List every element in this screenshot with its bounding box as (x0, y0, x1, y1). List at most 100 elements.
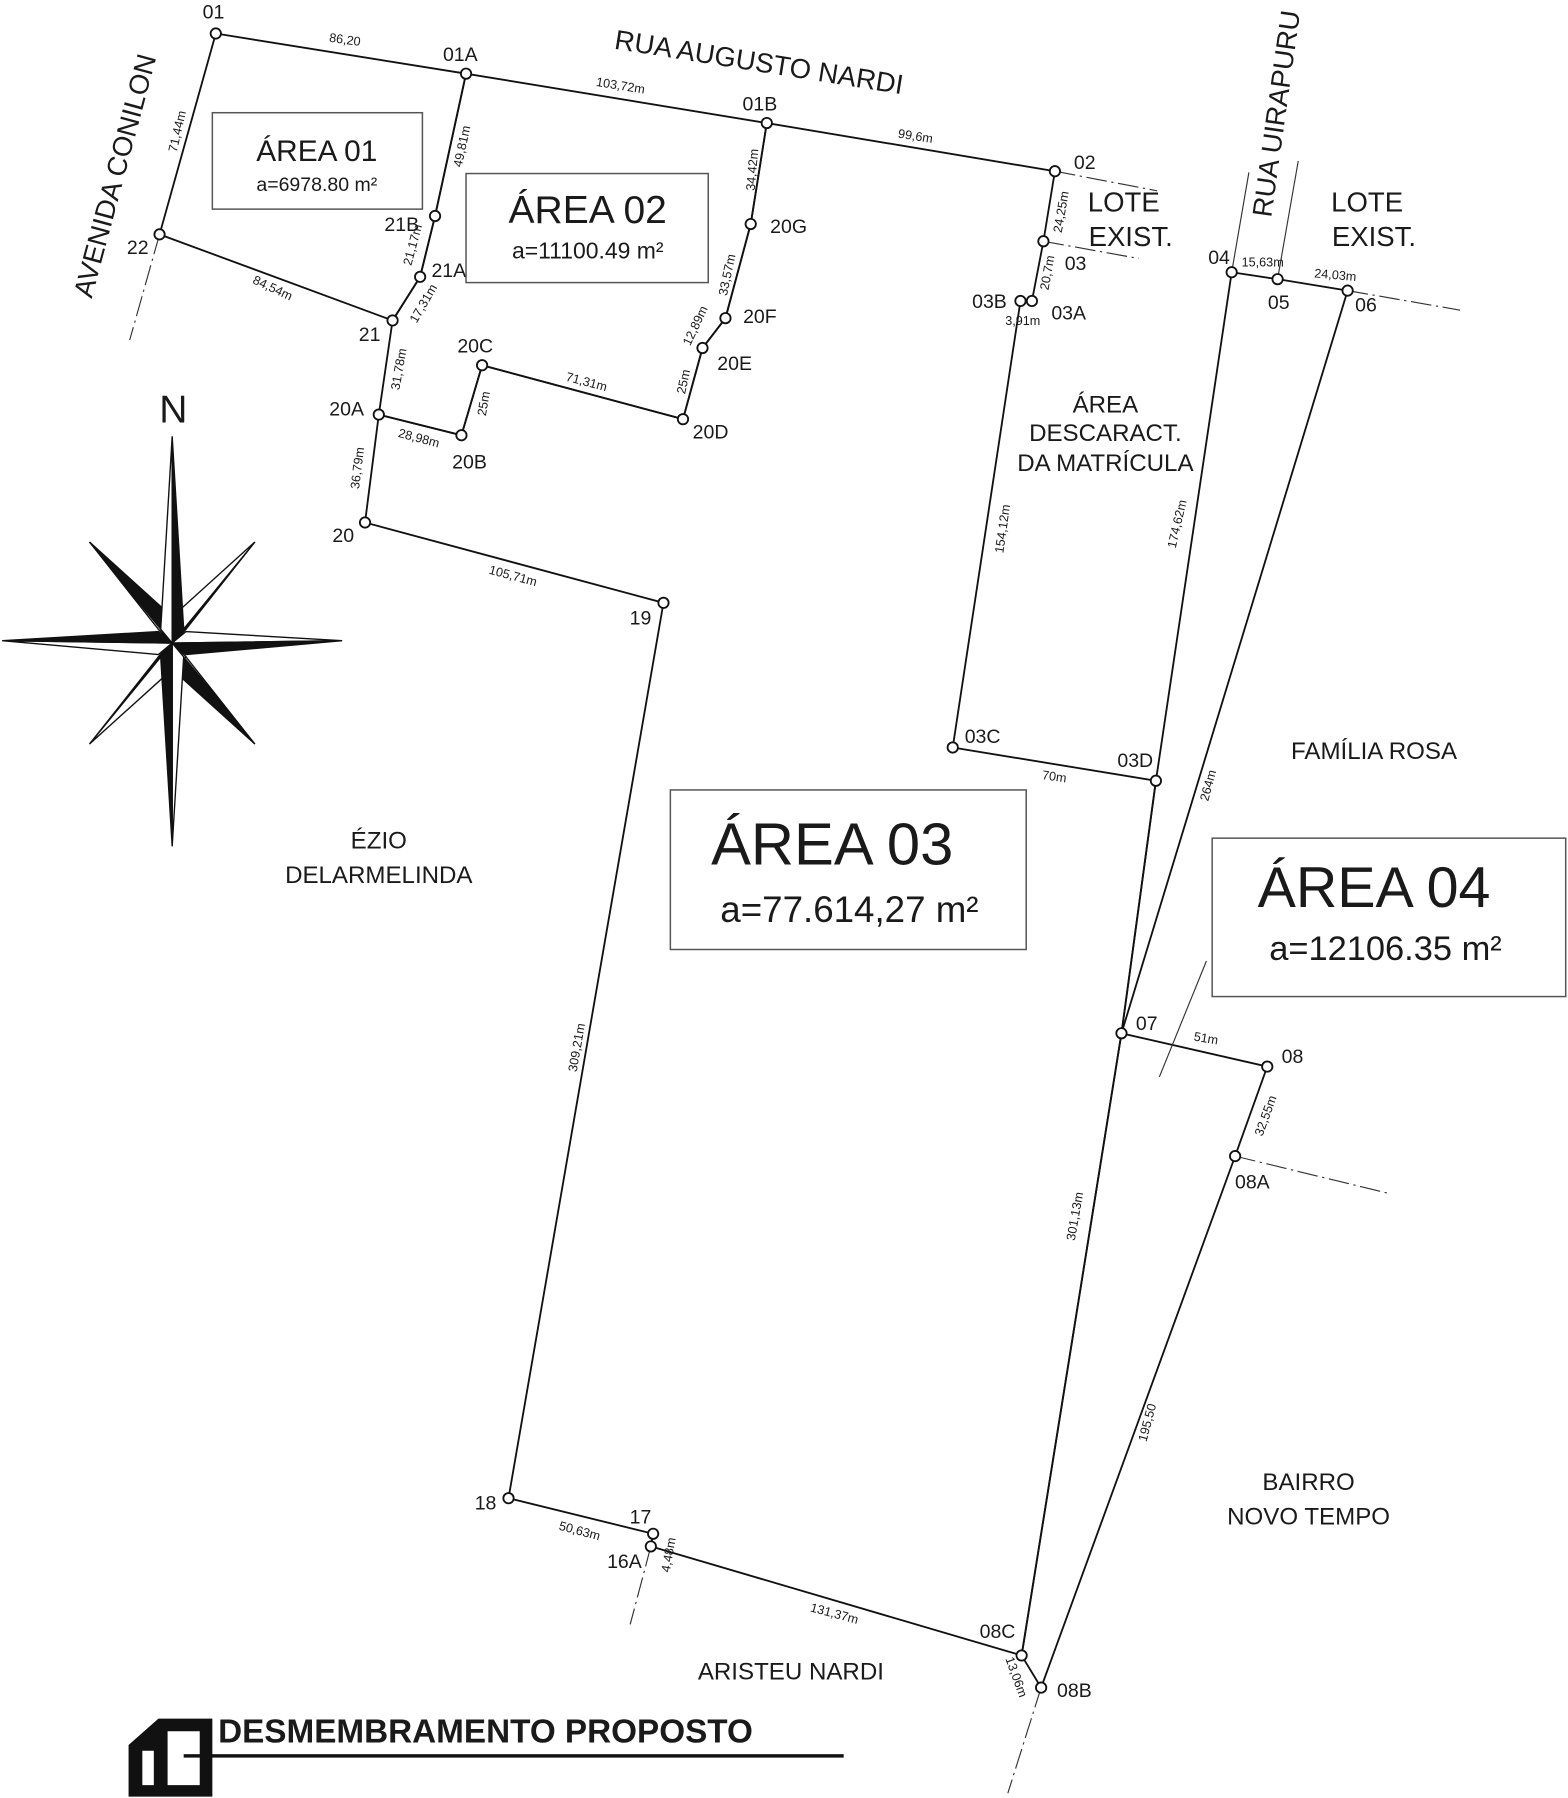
survey-point-marker (676, 413, 690, 426)
street-rua-augusto-nardi: RUA AUGUSTO NARDI (613, 24, 906, 100)
survey-point-marker (1037, 235, 1050, 248)
survey-point-marker (414, 270, 427, 283)
neighbor-lote-existente-1: LOTE EXIST. (1088, 186, 1173, 251)
survey-point-label: 20E (717, 353, 752, 375)
survey-point-marker (760, 116, 773, 130)
dimension-label: 33,57m (716, 253, 738, 297)
north-arrow-compass-icon: N (2, 389, 343, 847)
dimension-label: 24,03m (1314, 266, 1357, 284)
area-title: ÁREA 01 (256, 135, 377, 168)
dimension-label: 36,79m (348, 446, 367, 489)
neighbor-label: ÉZIO (351, 827, 407, 854)
neighbor-label: DESCARACT. (1029, 420, 1182, 447)
dimension-label: 174,62m (1165, 498, 1190, 549)
neighbor-label: LOTE (1331, 186, 1403, 217)
survey-point-marker (1149, 774, 1162, 787)
neighbor-label: ÁREA (1073, 391, 1140, 418)
neighbor-label: DELARMELINDA (285, 862, 473, 889)
survey-point-marker (1048, 165, 1061, 178)
survey-point-marker (372, 408, 385, 421)
dimension-label: 12,89m (680, 304, 710, 348)
area-title: ÁREA 04 (1258, 856, 1491, 920)
dimension-label: 71,44m (166, 109, 189, 153)
survey-point-label: 03B (972, 291, 1007, 313)
dimension-label: 195,50 (1136, 1402, 1160, 1443)
survey-point-label: 20G (770, 216, 807, 238)
survey-point-marker (476, 359, 489, 372)
neighbor-label: LOTE (1088, 186, 1160, 217)
survey-point-marker (358, 516, 372, 529)
area-01-label: ÁREA 01 a=6978.80 m² (211, 111, 424, 210)
dimension-label: 20,7m (1038, 254, 1058, 291)
area-04-label: ÁREA 04 a=12106.35 m² (1211, 837, 1567, 998)
neighbor-label: EXIST. (1332, 221, 1416, 252)
survey-point-marker (455, 429, 468, 442)
survey-point-marker (1014, 294, 1027, 308)
area-02-label: ÁREA 02 a=11100.49 m² (465, 172, 709, 284)
survey-point-marker (1225, 266, 1238, 279)
neighbor-familia-rosa: FAMÍLIA ROSA (1291, 738, 1458, 765)
title-block: DESMEMBRAMENTO PROPOSTO (128, 1714, 844, 1797)
survey-point-marker (459, 67, 473, 80)
survey-point-marker (502, 1492, 515, 1505)
survey-point-label: 03C (965, 726, 1001, 748)
survey-point-label: 21B (384, 214, 419, 236)
dimension-label: 51m (1193, 1030, 1220, 1048)
survey-point-marker (153, 228, 166, 241)
survey-point-marker (647, 1527, 660, 1540)
dimension-label: 309,21m (566, 1022, 588, 1073)
dimension-label: 28,98m (397, 426, 441, 450)
survey-point-marker (1341, 284, 1354, 297)
survey-point-marker (1261, 1060, 1274, 1073)
dimension-label: 301,13m (1064, 1191, 1086, 1242)
survey-point-label: 21A (431, 260, 466, 282)
drawing-title: DESMEMBRAMENTO PROPOSTO (218, 1714, 753, 1751)
dimension-label: 154,12m (992, 504, 1013, 555)
survey-point-label: 20 (332, 525, 354, 547)
survey-point-label: 08 (1282, 1046, 1304, 1068)
dimension-label: 99,6m (897, 127, 934, 146)
survey-point-marker (386, 314, 399, 327)
survey-point-marker (1015, 1649, 1028, 1662)
street-rua-uirapuru: RUA UIRAPURU (1246, 9, 1306, 219)
survey-point-label: 03 (1065, 253, 1087, 275)
dimension-label: 50,63m (557, 1519, 601, 1543)
dimension-label: 103,72m (595, 75, 646, 97)
dimension-label: 71,31m (564, 370, 608, 394)
dimension-label: 84,54m (251, 273, 295, 303)
survey-point-label: 19 (630, 608, 652, 630)
survey-point-label: 22 (127, 237, 149, 259)
building-logo-icon (128, 1718, 844, 1797)
survey-point-label: 20B (452, 452, 487, 474)
dimension-label: 4,48m (659, 1536, 679, 1573)
dimension-label: 25m (674, 368, 693, 395)
survey-point-label: 21 (359, 324, 381, 346)
area-value: a=77.614,27 m² (720, 889, 978, 930)
survey-point-marker (1229, 1150, 1242, 1163)
neighbor-ezio-delarmelinda: ÉZIO DELARMELINDA (285, 827, 473, 888)
area-03-label: ÁREA 03 a=77.614,27 m² (669, 789, 1027, 951)
survey-point-label: 20C (457, 336, 493, 358)
dimension-label: 70m (1041, 768, 1067, 785)
survey-point-marker (719, 312, 732, 325)
survey-point-marker (209, 27, 222, 40)
survey-point-label: 01A (443, 44, 478, 66)
survey-point-label: 07 (1136, 1013, 1158, 1035)
dimension-label: 24,25m (1051, 190, 1072, 234)
survey-point-marker (696, 341, 709, 355)
neighbor-label: NOVO TEMPO (1227, 1504, 1390, 1531)
area-value: a=11100.49 m² (512, 237, 664, 263)
survey-point-label: 01 (203, 2, 225, 24)
dimension-label: 34,42m (744, 148, 762, 191)
survey-point-marker (1115, 1027, 1128, 1040)
survey-point-marker (744, 217, 757, 231)
survey-point-label: 20D (693, 422, 729, 444)
survey-point-label: 04 (1208, 247, 1230, 269)
survey-point-label: 16A (607, 1551, 642, 1573)
extension-lines (129, 160, 1461, 1794)
dimension-label: 86,20 (328, 31, 361, 49)
area-title: ÁREA 02 (509, 189, 667, 232)
dimension-label: 25m (475, 390, 493, 417)
neighbor-bairro-novo-tempo: BAIRRO NOVO TEMPO (1227, 1469, 1390, 1530)
